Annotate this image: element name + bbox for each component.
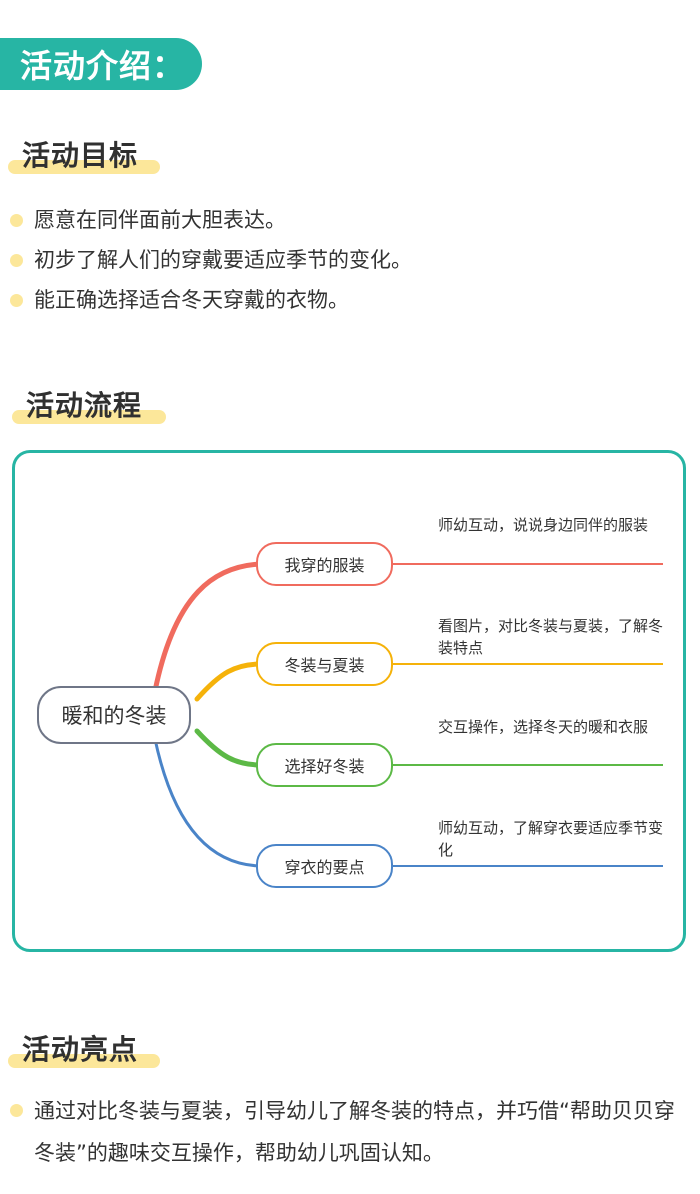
goals-heading-text: 活动目标 (22, 139, 139, 172)
branch-node: 穿衣的要点 (256, 844, 393, 888)
goals-list-item: 能正确选择适合冬天穿戴的衣物。 (10, 280, 412, 320)
connector-branch-4 (153, 737, 263, 868)
branch-detail: 师幼互动，说说身边同伴的服装 (438, 516, 649, 534)
process-heading-text: 活动流程 (26, 389, 143, 422)
bullet-dot-icon (10, 294, 23, 307)
branch-node: 冬装与夏装 (256, 642, 393, 686)
goals-list-item: 愿意在同伴面前大胆表达。 (10, 200, 412, 240)
mindmap-box: 暖和的冬装 我穿的服装 冬装与夏装 选择好冬装 穿衣的要点 师幼互动，说说身边同… (12, 450, 686, 952)
highlights-paragraph: 通过对比冬装与夏装，引导幼儿了解冬装的特点，并巧借“帮助贝贝穿冬装”的趣味交互操… (34, 1099, 675, 1165)
bullet-dot-icon (10, 1104, 23, 1117)
highlights-paragraph-block: 通过对比冬装与夏装，引导幼儿了解冬装的特点，并巧借“帮助贝贝穿冬装”的趣味交互操… (10, 1090, 690, 1174)
goals-item-text: 愿意在同伴面前大胆表达。 (34, 208, 286, 232)
goals-item-text: 能正确选择适合冬天穿戴的衣物。 (34, 288, 349, 312)
connector-branch-3 (194, 728, 264, 768)
intro-banner: 活动介绍： (0, 38, 202, 90)
branch-node: 我穿的服装 (256, 542, 393, 586)
bullet-dot-icon (10, 254, 23, 267)
goals-heading-highlight (8, 160, 160, 174)
mindmap-root-node: 暖和的冬装 (37, 686, 191, 744)
branch-node: 选择好冬装 (256, 743, 393, 787)
process-heading: 活动流程 (12, 384, 170, 424)
process-heading-highlight (12, 410, 166, 424)
bullet-dot-icon (10, 214, 23, 227)
mindmap-connectors (152, 561, 663, 868)
goals-list-item: 初步了解人们的穿戴要适应季节的变化。 (10, 240, 412, 280)
connector-branch-2 (194, 661, 264, 702)
goals-list: 愿意在同伴面前大胆表达。 初步了解人们的穿戴要适应季节的变化。 能正确选择适合冬… (10, 200, 412, 320)
highlights-heading: 活动亮点 (8, 1028, 166, 1068)
connector-branch-1 (152, 561, 264, 694)
goals-heading: 活动目标 (8, 134, 166, 174)
branch-detail: 师幼互动，了解穿衣要适应季节变化 (438, 819, 664, 859)
intro-banner-title: 活动介绍： (20, 47, 186, 85)
highlights-heading-highlight (8, 1054, 160, 1068)
goals-item-text: 初步了解人们的穿戴要适应季节的变化。 (34, 248, 412, 272)
branch-detail: 交互操作，选择冬天的暖和衣服 (438, 718, 649, 736)
highlights-heading-text: 活动亮点 (22, 1033, 139, 1066)
branch-detail: 看图片，对比冬装与夏装，了解冬装特点 (438, 617, 664, 657)
